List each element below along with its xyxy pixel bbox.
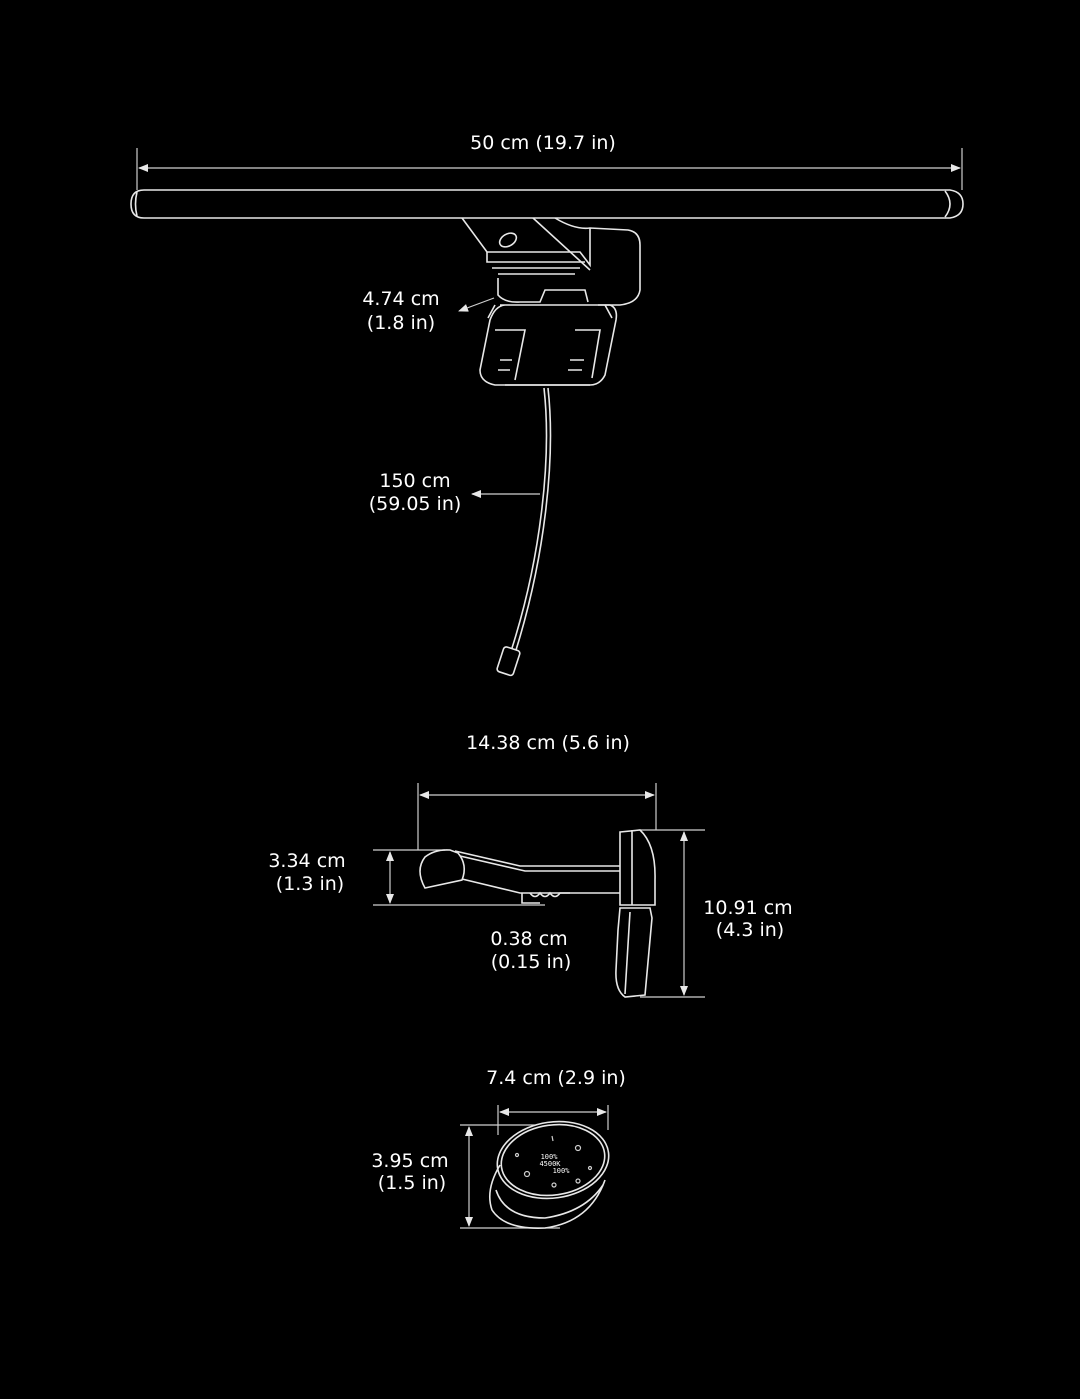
cable-length-cm-label: 150 cm xyxy=(379,470,450,492)
bar-length-label: 50 cm (19.7 in) xyxy=(470,132,616,154)
side-view-drawing xyxy=(373,783,705,998)
head-height-in-label: (1.3 in) xyxy=(276,873,344,895)
cable-length-in-label: (59.05 in) xyxy=(369,493,462,515)
power-cable xyxy=(511,387,548,649)
controller-diameter-label: 7.4 cm (2.9 in) xyxy=(486,1067,626,1089)
lamp-head xyxy=(419,849,466,889)
gap-cm-label: 0.38 cm xyxy=(490,928,567,950)
controller-knob xyxy=(496,1120,610,1200)
light-bar xyxy=(130,189,964,219)
display-color-temp: 4500K xyxy=(539,1160,561,1168)
light-bar-drawing xyxy=(130,148,964,677)
clamp-depth-cm-label: 4.74 cm xyxy=(362,288,439,310)
display-level: 100% xyxy=(553,1167,571,1175)
controller-drawing: 100% 4500K 100% xyxy=(460,1105,610,1229)
head-height-cm-label: 3.34 cm xyxy=(268,850,345,872)
total-height-cm-label: 10.91 cm xyxy=(703,897,792,919)
clamp-depth-in-label: (1.8 in) xyxy=(367,312,435,334)
total-height-in-label: (4.3 in) xyxy=(716,919,784,941)
gap-in-label: (0.15 in) xyxy=(491,951,572,973)
controller-height-cm-label: 3.95 cm xyxy=(371,1150,448,1172)
arm-length-label: 14.38 cm (5.6 in) xyxy=(466,732,630,754)
controller-height-in-label: (1.5 in) xyxy=(378,1172,446,1194)
display-brightness: 100% xyxy=(541,1153,559,1161)
usb-plug xyxy=(496,646,521,677)
